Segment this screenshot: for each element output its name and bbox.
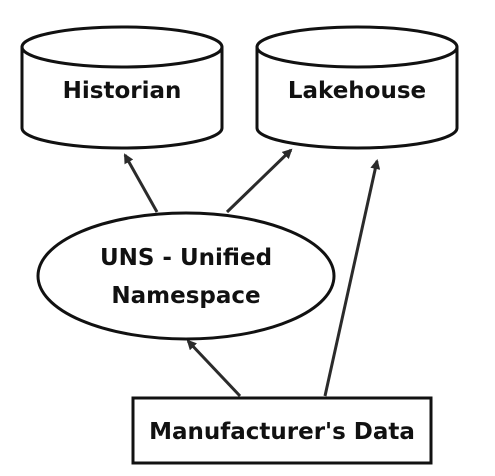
edge-manufacturer-to-uns <box>186 339 242 398</box>
historian-node: Historian <box>20 25 224 150</box>
edge-uns-to-lakehouse <box>225 148 293 214</box>
lakehouse-node: Lakehouse <box>255 25 459 150</box>
manufacturer-box <box>131 396 433 465</box>
historian-label: Historian <box>63 78 182 104</box>
uns-label-line2: Namespace <box>111 283 260 309</box>
lakehouse-cylinder-top <box>255 25 459 69</box>
uns-label-line1: UNS - Unified <box>100 245 272 271</box>
lakehouse-label: Lakehouse <box>288 78 426 104</box>
edge-uns-to-historian <box>123 153 159 213</box>
historian-cylinder-top <box>20 25 224 69</box>
uns-node: UNS - Unified Namespace <box>36 211 336 341</box>
lakehouse-cylinder-body <box>255 47 459 150</box>
edges <box>123 148 381 398</box>
historian-cylinder-body <box>20 47 224 150</box>
manufacturer-node: Manufacturer's Data <box>131 396 433 465</box>
uns-ellipse <box>36 211 336 341</box>
edge-manufacturer-to-lakehouse <box>323 159 381 397</box>
manufacturer-label: Manufacturer's Data <box>149 419 415 445</box>
